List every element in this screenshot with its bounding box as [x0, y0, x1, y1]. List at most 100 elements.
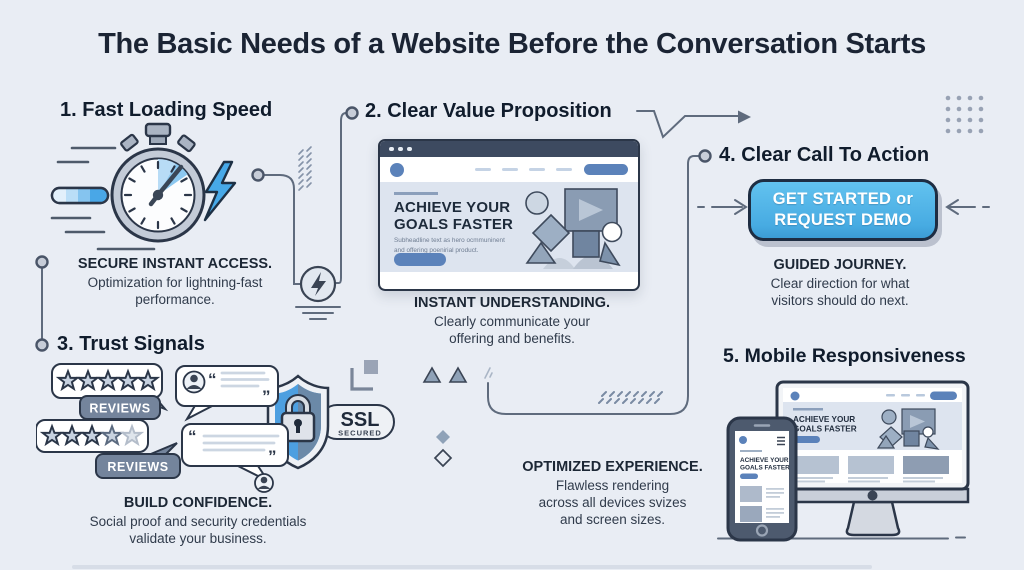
svg-text:GOALS FASTER: GOALS FASTER [740, 465, 790, 472]
nav-button [584, 164, 628, 175]
ssl-badge: SSL SECURED [319, 404, 395, 440]
testimonial-bubble: “ ” [175, 365, 279, 422]
ground-line [717, 536, 966, 540]
stopwatch-hand [148, 164, 184, 207]
star-icon [117, 370, 139, 390]
caption-line: offering and benefits. [449, 330, 575, 346]
caption-line: and screen sizes. [559, 512, 666, 528]
hero-rule [394, 192, 438, 195]
svg-text:ACHIEVE YOUR: ACHIEVE YOUR [793, 415, 855, 424]
svg-text:SECURED: SECURED [338, 429, 382, 438]
caption-line: Clearly communicate your [433, 313, 591, 329]
hero-subheadline: Subheadline text as hero ocmmuninent and… [394, 237, 505, 254]
triangle-decoration [448, 366, 468, 383]
section-heading-trust-signals: 3. Trust Signals [57, 333, 205, 355]
star-icon [61, 425, 83, 445]
star-icon [81, 425, 103, 445]
connector-node [698, 149, 712, 163]
caption-value-proposition: INSTANT UNDERSTANDING. Clearly communica… [392, 294, 632, 347]
ground-symbol [295, 306, 341, 320]
lightning-bolt-icon [203, 160, 237, 222]
caption-tagline: BUILD CONFIDENCE. [123, 495, 273, 511]
connector-node [345, 106, 359, 120]
browser-mockup: ACHIEVE YOUR GOALS FASTER Subheadline te… [378, 139, 640, 291]
caption-line: Social proof and security credentials [89, 513, 307, 529]
hatch-decoration-middle [598, 391, 663, 404]
reviews-badge: REVIEWS [79, 395, 161, 420]
progress-bar [50, 186, 110, 205]
stopwatch-icon [50, 122, 237, 251]
section-heading-value-proposition: 2. Clear Value Proposition [365, 100, 612, 122]
star-icon [101, 425, 123, 445]
window-dot-icon [407, 146, 412, 152]
testimonial-bubble: “ ” [181, 423, 289, 493]
connector-node [251, 168, 265, 182]
caption-line: Clear direction for what [770, 275, 910, 291]
caption-line: performance. [135, 291, 215, 307]
star-icon [97, 370, 119, 390]
section-heading-fast-loading: 1. Fast Loading Speed [60, 99, 273, 121]
hero-headline: ACHIEVE YOUR GOALS FASTER [394, 199, 514, 234]
caption-line: Flawless rendering [555, 477, 670, 493]
smartphone-icon: ACHIEVE YOUR GOALS FASTER [726, 416, 798, 542]
zigzag-arrow-line [636, 110, 739, 139]
dot-grid-decoration [945, 95, 984, 134]
caption-call-to-action: GUIDED JOURNEY. Clear direction for what… [730, 256, 950, 309]
caption-line: Optimization for lightning-fast [87, 274, 263, 290]
diamond-decoration-outline [433, 448, 453, 468]
quote-close-icon: ” [268, 447, 277, 466]
page-title: The Basic Needs of a Website Before the … [98, 28, 926, 60]
bottom-edge-band [72, 565, 872, 569]
reviews-badge: REVIEWS [95, 442, 181, 479]
svg-text:SSL: SSL [341, 409, 380, 431]
svg-text:REVIEWS: REVIEWS [89, 402, 150, 416]
monitor-hero-shapes [876, 408, 940, 450]
cta-button-line: GET STARTED or [772, 190, 914, 209]
window-dot-icon [398, 146, 403, 152]
trust-signals-illustration: SSL SECURED [36, 363, 395, 493]
devices-illustration: ACHIEVE YOUR GOALS FASTER [717, 380, 970, 542]
cta-button: GET STARTED or REQUEST DEMO [748, 179, 938, 241]
browser-navbar [380, 157, 638, 182]
cta-button-line: REQUEST DEMO [774, 211, 912, 229]
avatar-icon [254, 473, 274, 493]
caption-tagline: INSTANT UNDERSTANDING. [413, 295, 610, 311]
browser-titlebar [380, 141, 638, 157]
lightning-node-icon [299, 265, 337, 303]
caption-line: across all devices svizes [538, 494, 687, 510]
caption-tagline: GUIDED JOURNEY. [773, 257, 907, 273]
star-icon [57, 370, 79, 390]
shield-lock-icon [266, 374, 330, 470]
logo-circle-icon [390, 162, 404, 177]
connector-node [35, 255, 49, 269]
avatar-icon [182, 370, 206, 394]
caption-line: visitors should do next. [771, 292, 909, 308]
svg-text:ACHIEVE YOUR: ACHIEVE YOUR [740, 457, 789, 464]
hatch-decoration-left [298, 146, 312, 191]
cta-right-arrow [945, 199, 990, 215]
corner-bracket-decoration [350, 360, 378, 391]
sketch-mark-decoration [484, 367, 493, 379]
section-heading-mobile-responsiveness: 5. Mobile Responsiveness [723, 345, 966, 367]
caption-fast-loading: SECURE INSTANT ACCESS. Optimization for … [55, 255, 295, 308]
svg-text:REVIEWS: REVIEWS [107, 460, 168, 474]
quote-open-icon: “ [188, 427, 197, 446]
monitor-icon: ACHIEVE YOUR GOALS FASTER [775, 380, 970, 537]
hero-cta-button [394, 253, 446, 266]
triangle-decoration [422, 366, 442, 383]
section-heading-call-to-action: 4. Clear Call To Action [719, 144, 930, 166]
speed-lines [50, 146, 156, 251]
cta-left-arrow [697, 199, 748, 215]
quote-open-icon: “ [208, 370, 217, 389]
caption-line: validate your business. [129, 530, 267, 546]
connector-line [334, 112, 347, 284]
diamond-decoration-filled [436, 430, 450, 444]
caption-tagline: SECURE INSTANT ACCESS. [77, 256, 273, 272]
connector-node [35, 338, 49, 352]
star-icon [121, 425, 143, 445]
review-bubble-four-stars [36, 419, 149, 453]
hero-shapes-illustration [525, 188, 623, 269]
quote-close-icon: ” [262, 387, 271, 406]
window-dot-icon [389, 146, 394, 152]
